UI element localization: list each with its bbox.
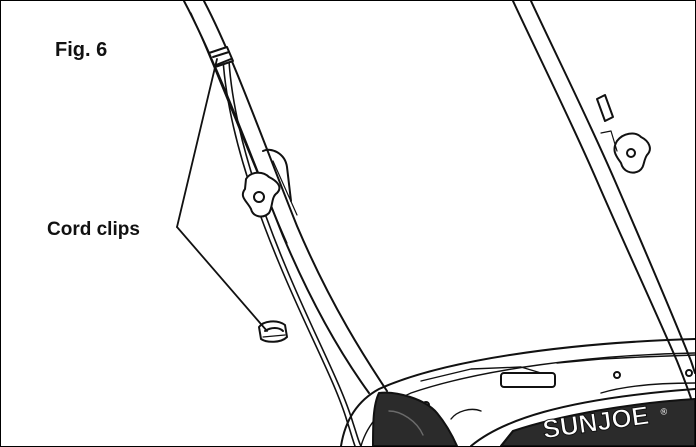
right-handle-knob: [596, 94, 651, 174]
figure-label: Fig. 6: [55, 39, 108, 61]
deck-side-panel: [372, 391, 458, 446]
brand-registered-mark: ®: [660, 406, 668, 417]
lower-cord-clip: [258, 320, 288, 343]
power-cord: [222, 58, 362, 446]
cord-clips-callout: Cord clips: [47, 219, 140, 240]
callout-leaders: [176, 58, 268, 332]
right-handle-tube: [512, 1, 695, 412]
left-handle-knob: [241, 148, 298, 218]
brand-plate: [500, 398, 695, 446]
upper-cord-clip: [208, 46, 234, 68]
